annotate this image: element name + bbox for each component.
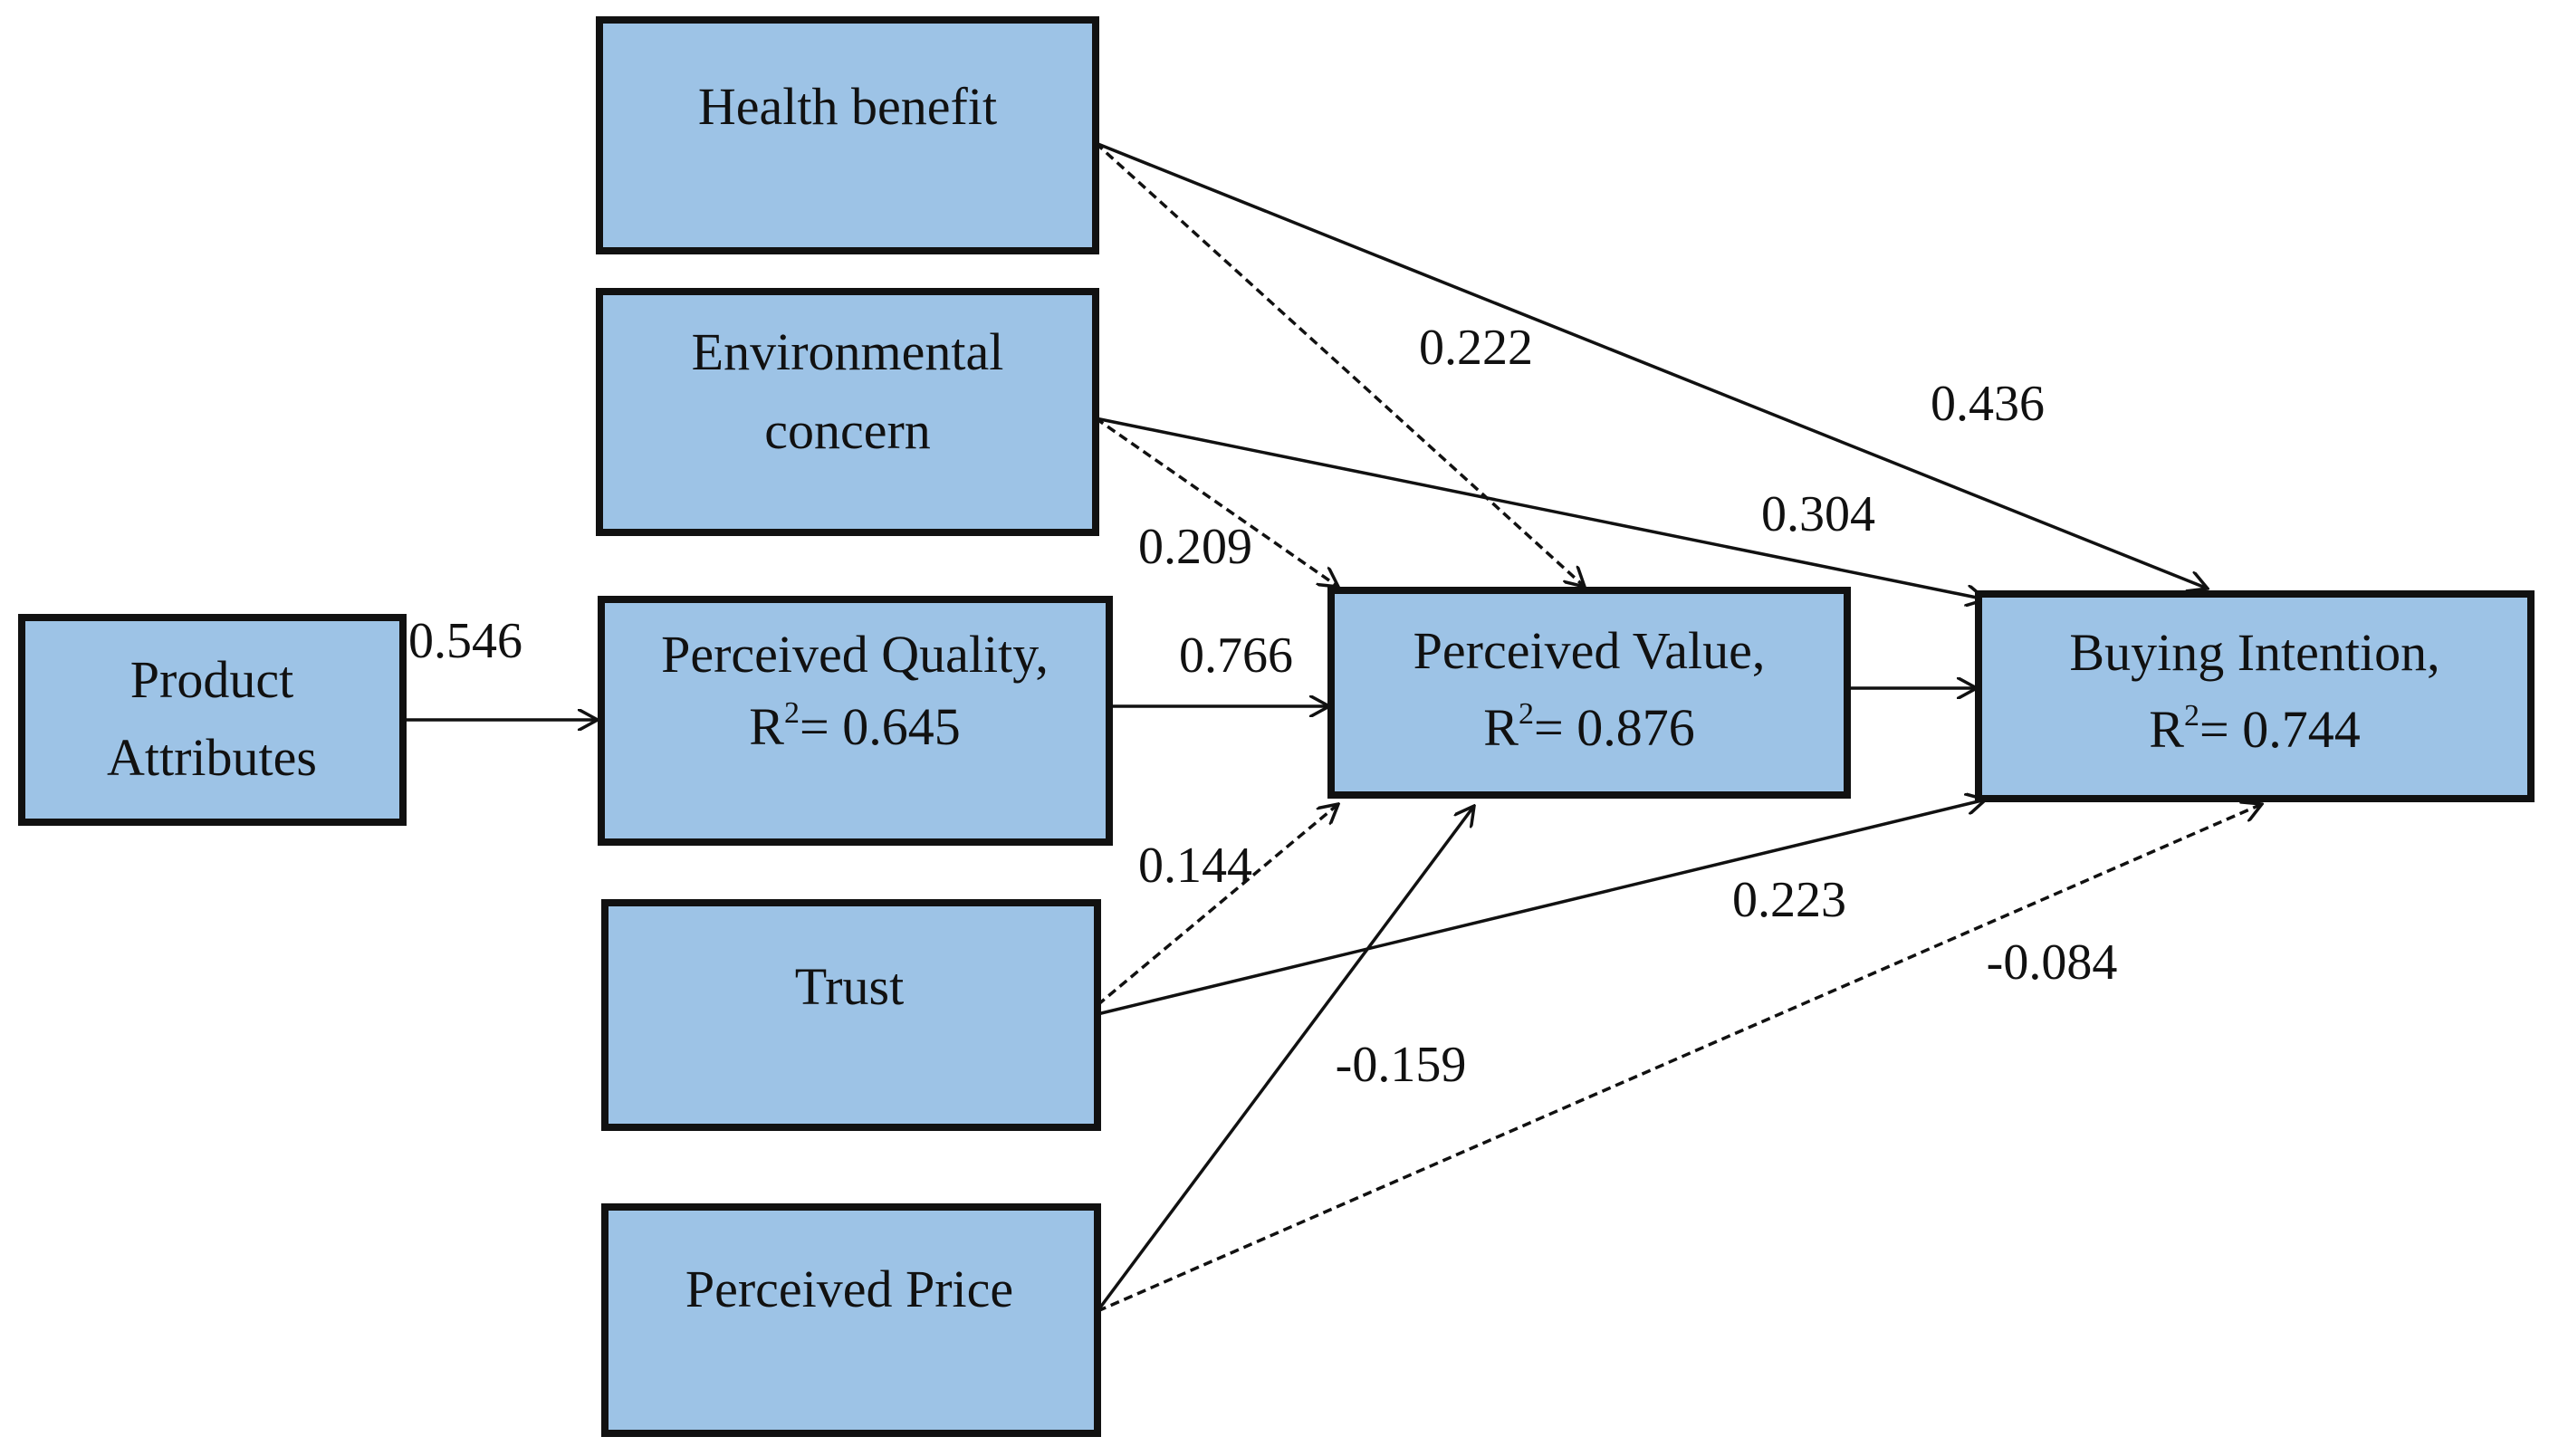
node-perceived-price-label: Perceived Price [685, 1260, 1013, 1318]
r2-superscript: 2 [2184, 699, 2199, 733]
coef-trust-to-perceived-value: 0.144 [1138, 838, 1252, 894]
edge-trust-to-perceived-value [1096, 804, 1338, 1007]
node-perceived-value: Perceived Value, R2= 0.876 [1327, 587, 1851, 799]
node-health-benefit-label: Health benefit [698, 77, 997, 136]
node-perceived-price: Perceived Price [601, 1203, 1101, 1437]
coef-trust-to-buying-intention: 0.223 [1732, 872, 1846, 928]
node-perceived-quality: Perceived Quality, R2= 0.645 [598, 596, 1113, 846]
edge-environmental-concern-to-buying-intention [1095, 417, 1986, 599]
coef-environmental-concern-to-perceived-value: 0.209 [1138, 519, 1252, 575]
node-environmental-concern: Environmental concern [596, 288, 1099, 536]
node-product-attributes: Product Attributes [18, 614, 407, 826]
r2-value: = 0.645 [800, 697, 961, 756]
r2-value: = 0.876 [1534, 698, 1695, 757]
node-buying-intention: Buying Intention, R2= 0.744 [1975, 590, 2535, 802]
coef-environmental-concern-to-buying-intention: 0.304 [1761, 486, 1875, 542]
r2-superscript: 2 [1519, 697, 1534, 731]
edge-health-benefit-to-buying-intention [1095, 141, 2208, 589]
node-perceived-value-r2: R2= 0.876 [1483, 697, 1694, 757]
node-trust-label: Trust [795, 957, 904, 1016]
node-product-attributes-label-line2: Attributes [107, 728, 317, 787]
node-perceived-quality-r2: R2= 0.645 [749, 696, 960, 756]
edge-environmental-concern-to-perceived-value [1095, 417, 1338, 587]
node-perceived-quality-label: Perceived Quality, [661, 625, 1049, 684]
node-environmental-concern-label-line2: concern [764, 401, 931, 460]
coef-health-benefit-to-perceived-value: 0.222 [1419, 320, 1533, 376]
node-perceived-value-label: Perceived Value, [1413, 621, 1766, 680]
edge-perceived-price-to-perceived-value [1096, 806, 1474, 1313]
coef-health-benefit-to-buying-intention: 0.436 [1931, 376, 2045, 432]
r2-superscript: 2 [784, 696, 800, 730]
node-health-benefit: Health benefit [596, 16, 1099, 254]
coef-perceived-price-to-buying-intention: -0.084 [1987, 934, 2118, 991]
edge-perceived-price-to-buying-intention [1097, 804, 2262, 1313]
edge-trust-to-buying-intention [1097, 800, 1986, 1016]
r2-value: = 0.744 [2199, 700, 2361, 759]
node-buying-intention-label: Buying Intention, [2069, 623, 2439, 682]
node-buying-intention-r2: R2= 0.744 [2149, 699, 2360, 759]
coef-perceived-price-to-perceived-value: -0.159 [1336, 1037, 1467, 1093]
node-environmental-concern-label-line1: Environmental [692, 322, 1004, 381]
node-trust: Trust [601, 899, 1101, 1131]
r2-symbol: R [749, 697, 784, 756]
coef-perceived-quality-to-perceived-value: 0.766 [1179, 627, 1293, 684]
r2-symbol: R [2149, 700, 2184, 759]
r2-symbol: R [1483, 698, 1519, 757]
coef-product-attributes-to-perceived-quality: 0.546 [408, 613, 522, 669]
edge-health-benefit-to-perceived-value [1094, 141, 1585, 587]
node-product-attributes-label-line1: Product [130, 650, 293, 709]
